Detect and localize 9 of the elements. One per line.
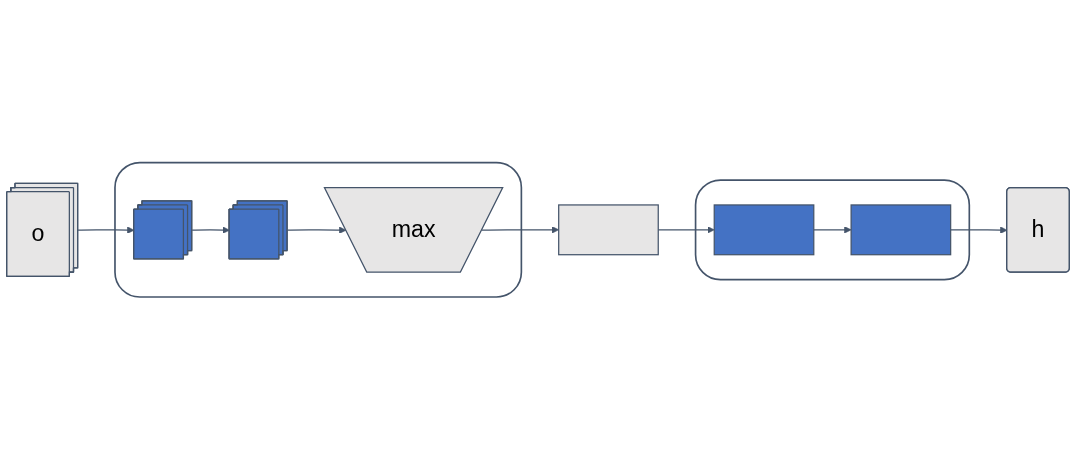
arrow xyxy=(77,226,135,234)
arrow xyxy=(286,226,347,234)
cluster xyxy=(114,161,523,298)
node-bar xyxy=(850,204,952,255)
node-bar xyxy=(558,204,659,255)
node-bar xyxy=(713,204,815,255)
arrow xyxy=(813,225,852,234)
arrow xyxy=(191,226,230,234)
cluster xyxy=(694,178,971,281)
